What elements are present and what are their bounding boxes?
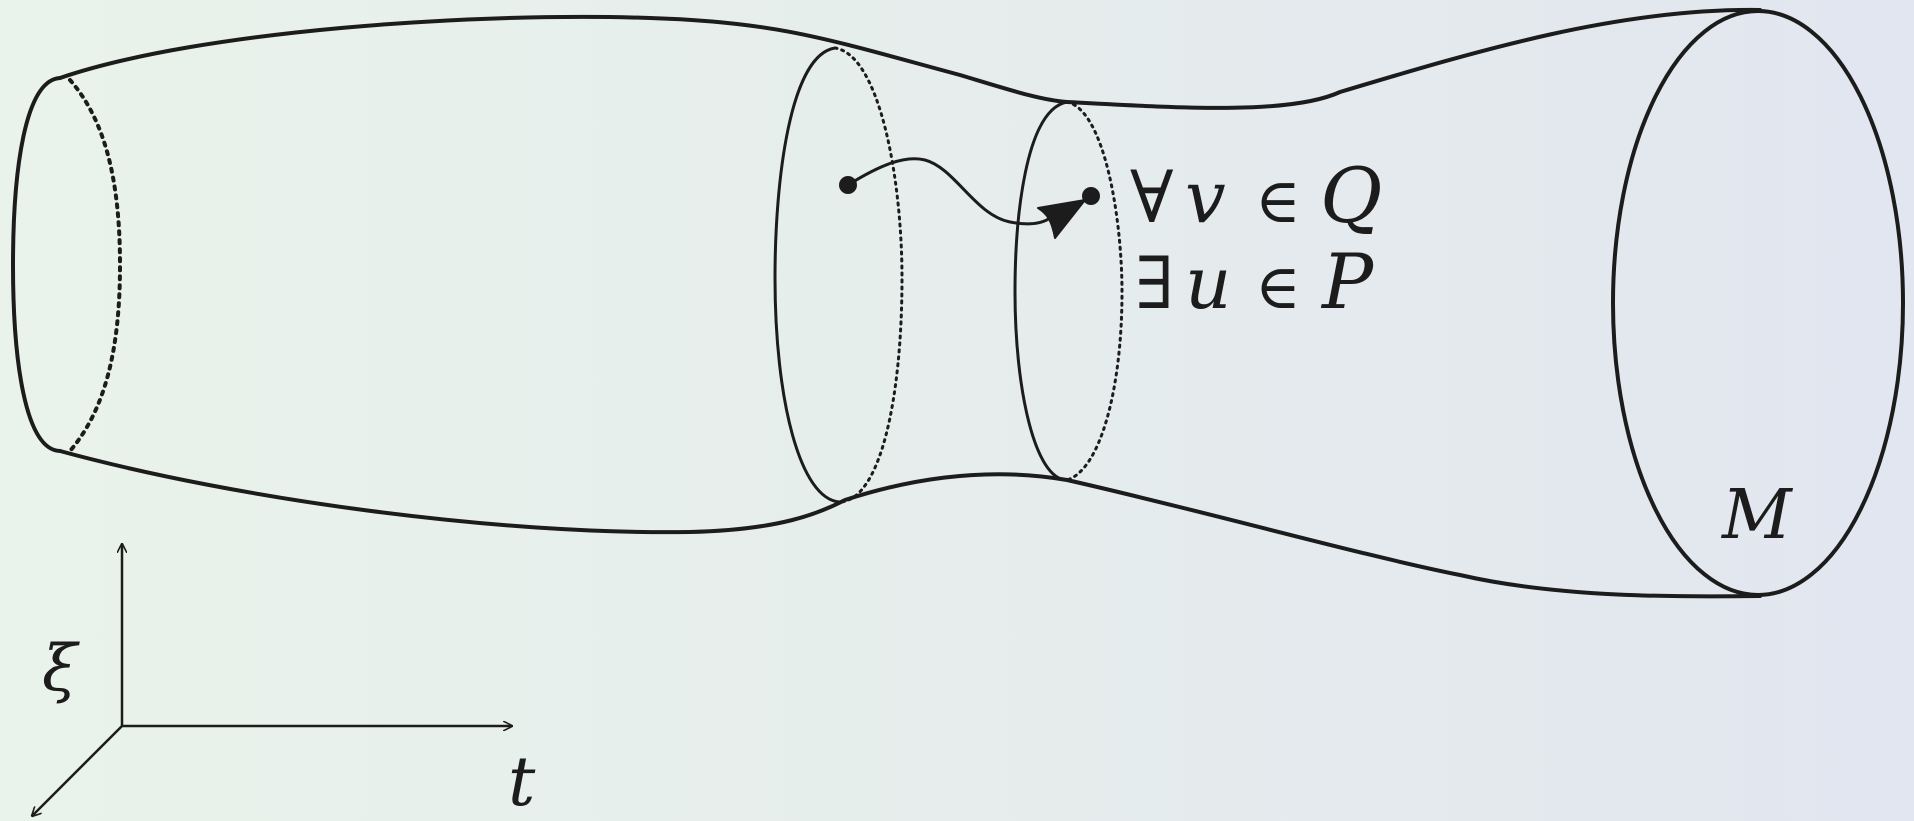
start-point (839, 176, 857, 194)
coordinate-axes (32, 544, 512, 816)
left-end-back-arc (68, 78, 122, 453)
set-q-label: Q (1320, 151, 1382, 240)
variable-u: u (1185, 241, 1231, 325)
forall-symbol: ∀ (1130, 155, 1174, 239)
manifold-label-m: M (1720, 476, 1794, 555)
cross-section-1-back (833, 46, 904, 504)
cross-section-2-front (1013, 100, 1069, 482)
element-of-symbol-1: ∈ (1255, 164, 1301, 237)
set-p-label: P (1320, 237, 1375, 326)
horizontal-axis-label: t (508, 743, 536, 821)
cross-section-1-front (773, 46, 842, 504)
element-of-symbol-2: ∈ (1255, 250, 1301, 323)
cross-section-2-back (1065, 100, 1124, 482)
transition-arrowhead (1037, 199, 1086, 239)
tube-bottom-outline (58, 449, 1762, 599)
vertical-axis-label: ξ (42, 632, 80, 706)
transition-path (846, 157, 1057, 226)
depth-axis (32, 725, 123, 816)
end-point (1082, 187, 1100, 205)
right-end-ellipse (1611, 9, 1905, 597)
exists-symbol: ∃ (1135, 241, 1174, 325)
left-end-front-arc (11, 76, 62, 453)
tube-top-outline (58, 7, 1762, 110)
variable-v: v (1185, 155, 1226, 239)
